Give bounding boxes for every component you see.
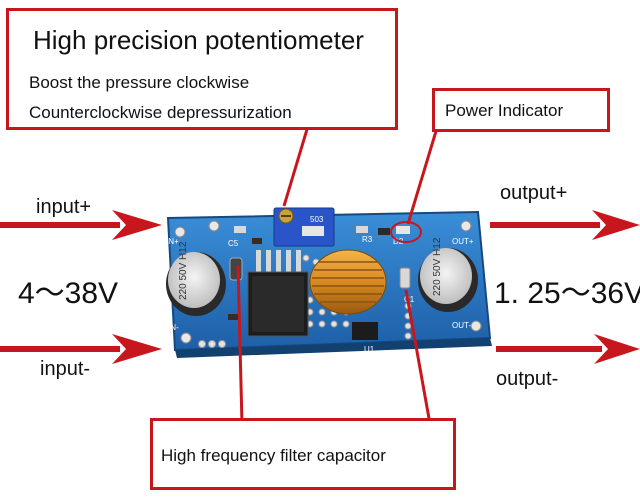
output-plus-label: output+: [500, 182, 568, 204]
power-indicator-callout: Power Indicator: [432, 88, 610, 132]
pad-label-in-minus: IN-: [168, 323, 179, 332]
arrow-input-plus: [0, 210, 162, 240]
capacitor-left-label: 220 50V H12: [178, 241, 189, 300]
potentiometer-line1: Boost the pressure clockwise: [29, 73, 250, 92]
ref-r3: R3: [362, 235, 373, 244]
filter-capacitor-label: High frequency filter capacitor: [161, 446, 386, 465]
mounting-hole: [174, 226, 186, 238]
inductor: [309, 249, 387, 315]
power-indicator-marker: [390, 221, 422, 243]
input-minus-label: input-: [40, 358, 91, 380]
mounting-hole: [460, 220, 472, 232]
arrow-output-minus: [496, 334, 640, 364]
capacitor-left: 220 50V H12: [166, 241, 226, 316]
output-minus-label: output-: [496, 368, 559, 390]
ref-c5: C5: [228, 239, 239, 248]
potentiometer-code: 503: [310, 215, 324, 224]
pad-label-in-plus: IN+: [166, 237, 179, 246]
potentiometer-line2: Counterclockwise depressurization: [29, 103, 292, 122]
pad-label-out-minus: OUT-: [452, 321, 471, 330]
input-range-label: 4～38V: [18, 277, 119, 310]
potentiometer-title: High precision potentiometer: [33, 25, 364, 55]
u1-chip: [352, 322, 378, 340]
regulator-ic: [247, 250, 309, 337]
mounting-hole: [180, 332, 192, 344]
capacitor-right-label: 220 50V H12: [432, 237, 443, 296]
pad-label-out-plus: OUT+: [452, 237, 474, 246]
mounting-hole: [470, 320, 482, 332]
filter-capacitor-part: [229, 257, 243, 281]
arrow-input-minus: [0, 334, 162, 364]
power-indicator-label: Power Indicator: [445, 101, 564, 120]
potentiometer: 503: [273, 207, 335, 247]
ref-c1: C1: [404, 295, 415, 304]
filter-capacitor-callout: High frequency filter capacitor: [150, 418, 456, 490]
potentiometer-callout: High precision potentiometer Boost the p…: [6, 8, 398, 130]
input-plus-label: input+: [36, 196, 92, 218]
capacitor-right: 220 50V H12: [418, 237, 478, 312]
callout-lines: [236, 117, 442, 425]
arrow-output-plus: [490, 210, 640, 240]
output-range-label: 1. 25～36V: [494, 277, 640, 310]
ref-u1: U1: [364, 345, 375, 354]
